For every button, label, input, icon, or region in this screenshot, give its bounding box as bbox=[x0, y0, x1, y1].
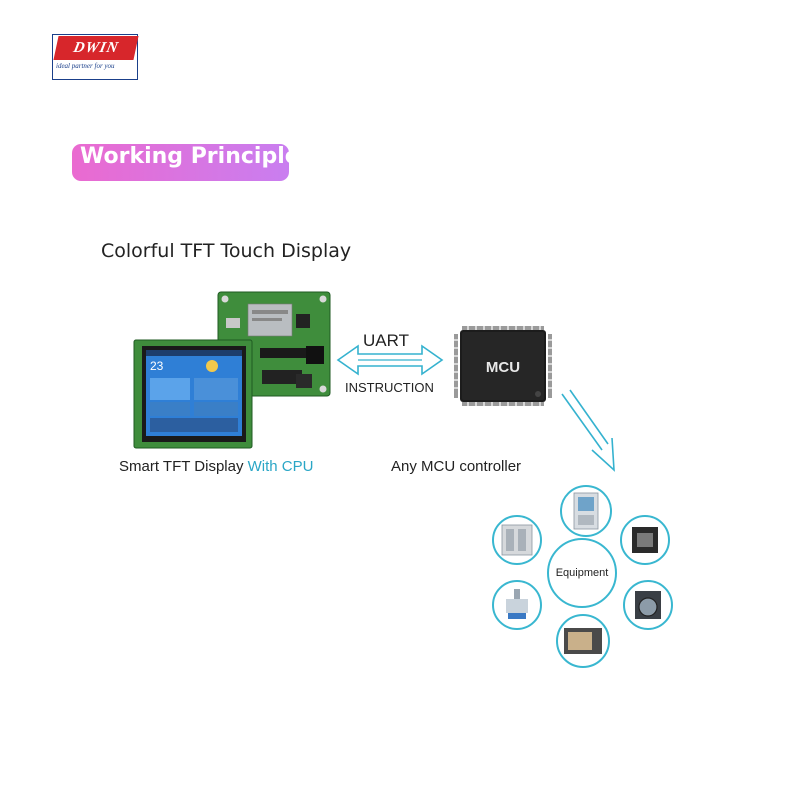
instruction-label: INSTRUCTION bbox=[345, 380, 434, 395]
mcu-chip-label: MCU bbox=[486, 359, 520, 376]
display-module: 23 bbox=[133, 339, 253, 449]
tft-display-illustration: 23 bbox=[133, 291, 331, 449]
down-right-arrow-icon bbox=[561, 389, 615, 472]
display-caption: Smart TFT Display With CPU bbox=[119, 458, 313, 475]
3d-printer-icon bbox=[620, 515, 670, 565]
dwin-logo: DWIN ideal partner for you bbox=[52, 34, 139, 80]
screen-time: 23 bbox=[150, 359, 164, 373]
microwave-oven-icon bbox=[556, 614, 610, 668]
bidirectional-arrow-icon bbox=[336, 344, 444, 376]
mcu-caption: Any MCU controller bbox=[391, 458, 522, 475]
display-caption-main: Smart TFT Display bbox=[119, 458, 248, 475]
server-cabinet-icon bbox=[492, 515, 542, 565]
equipment-label: Equipment bbox=[555, 567, 609, 579]
equipment-center-circle bbox=[547, 538, 617, 608]
vending-machine-icon bbox=[560, 485, 612, 537]
display-caption-highlight: With CPU bbox=[247, 458, 314, 475]
logo-brand: DWIN bbox=[53, 36, 139, 60]
equipment-cluster bbox=[492, 485, 673, 668]
medical-device-icon bbox=[492, 580, 542, 630]
mcu-chip-icon: MCU bbox=[454, 326, 552, 406]
section-heading-badge: Working Principle bbox=[72, 144, 300, 181]
uart-label: UART bbox=[363, 331, 409, 350]
logo-tagline: ideal partner for you bbox=[56, 62, 115, 70]
section-heading: Working Principle bbox=[80, 144, 300, 169]
display-subheading: Colorful TFT Touch Display bbox=[101, 240, 352, 262]
washing-machine-icon bbox=[623, 580, 673, 630]
